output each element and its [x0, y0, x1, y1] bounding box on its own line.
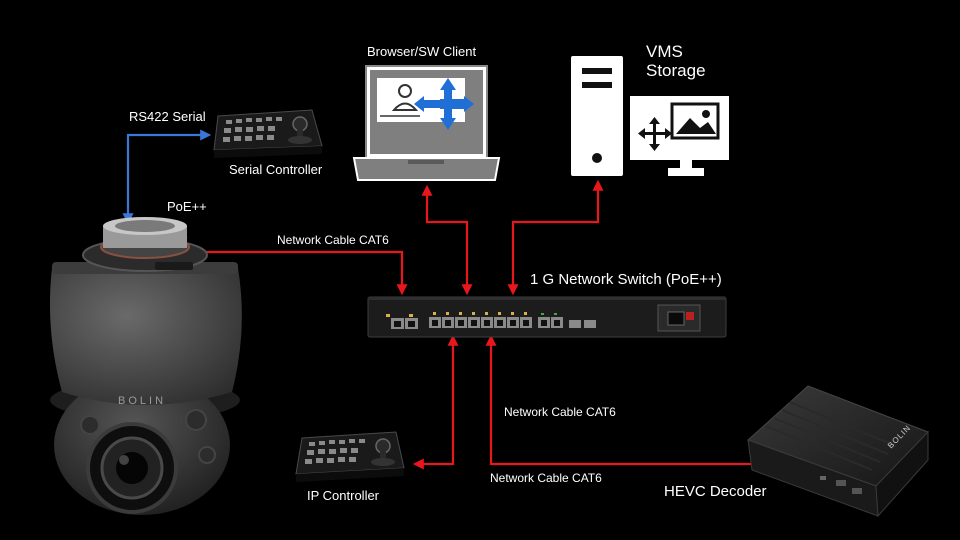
- cable-camera-label: Network Cable CAT6: [277, 233, 389, 247]
- ip-controller-label: IP Controller: [307, 488, 380, 503]
- server-tower-icon: [571, 56, 623, 176]
- link-vms-switch: [507, 179, 604, 296]
- link-decoder-switch: [485, 334, 767, 470]
- link-ip-controller-switch: [412, 334, 459, 470]
- camera-brand-logo: BOLIN: [118, 395, 167, 407]
- link-laptop-switch: [421, 184, 473, 296]
- cable-decoder-label: Network Cable CAT6: [490, 471, 602, 485]
- laptop-icon: [352, 65, 501, 181]
- rs422-serial-label: RS422 Serial: [129, 109, 206, 124]
- poe-label: PoE++: [167, 199, 207, 214]
- joystick-controller-icon: [295, 431, 405, 482]
- serial-controller-label: Serial Controller: [229, 162, 323, 177]
- switch-label: 1 G Network Switch (PoE++): [530, 271, 722, 288]
- ptz-camera-icon: [49, 217, 242, 515]
- network-switch-icon: [367, 296, 727, 338]
- browser-client-label: Browser/SW Client: [367, 44, 477, 59]
- cable-ip-controller-label: Network Cable CAT6: [504, 405, 616, 419]
- vms-storage-label-line2: Storage: [646, 61, 706, 80]
- vms-storage-label: VMS Storage: [646, 42, 706, 80]
- hevc-decoder-label: HEVC Decoder: [664, 483, 767, 500]
- monitor-icon: [630, 96, 729, 176]
- joystick-controller-icon: [213, 109, 323, 158]
- decoder-box-icon: [747, 385, 929, 518]
- link-serial: [122, 129, 212, 225]
- vms-storage-label-line1: VMS: [646, 42, 683, 61]
